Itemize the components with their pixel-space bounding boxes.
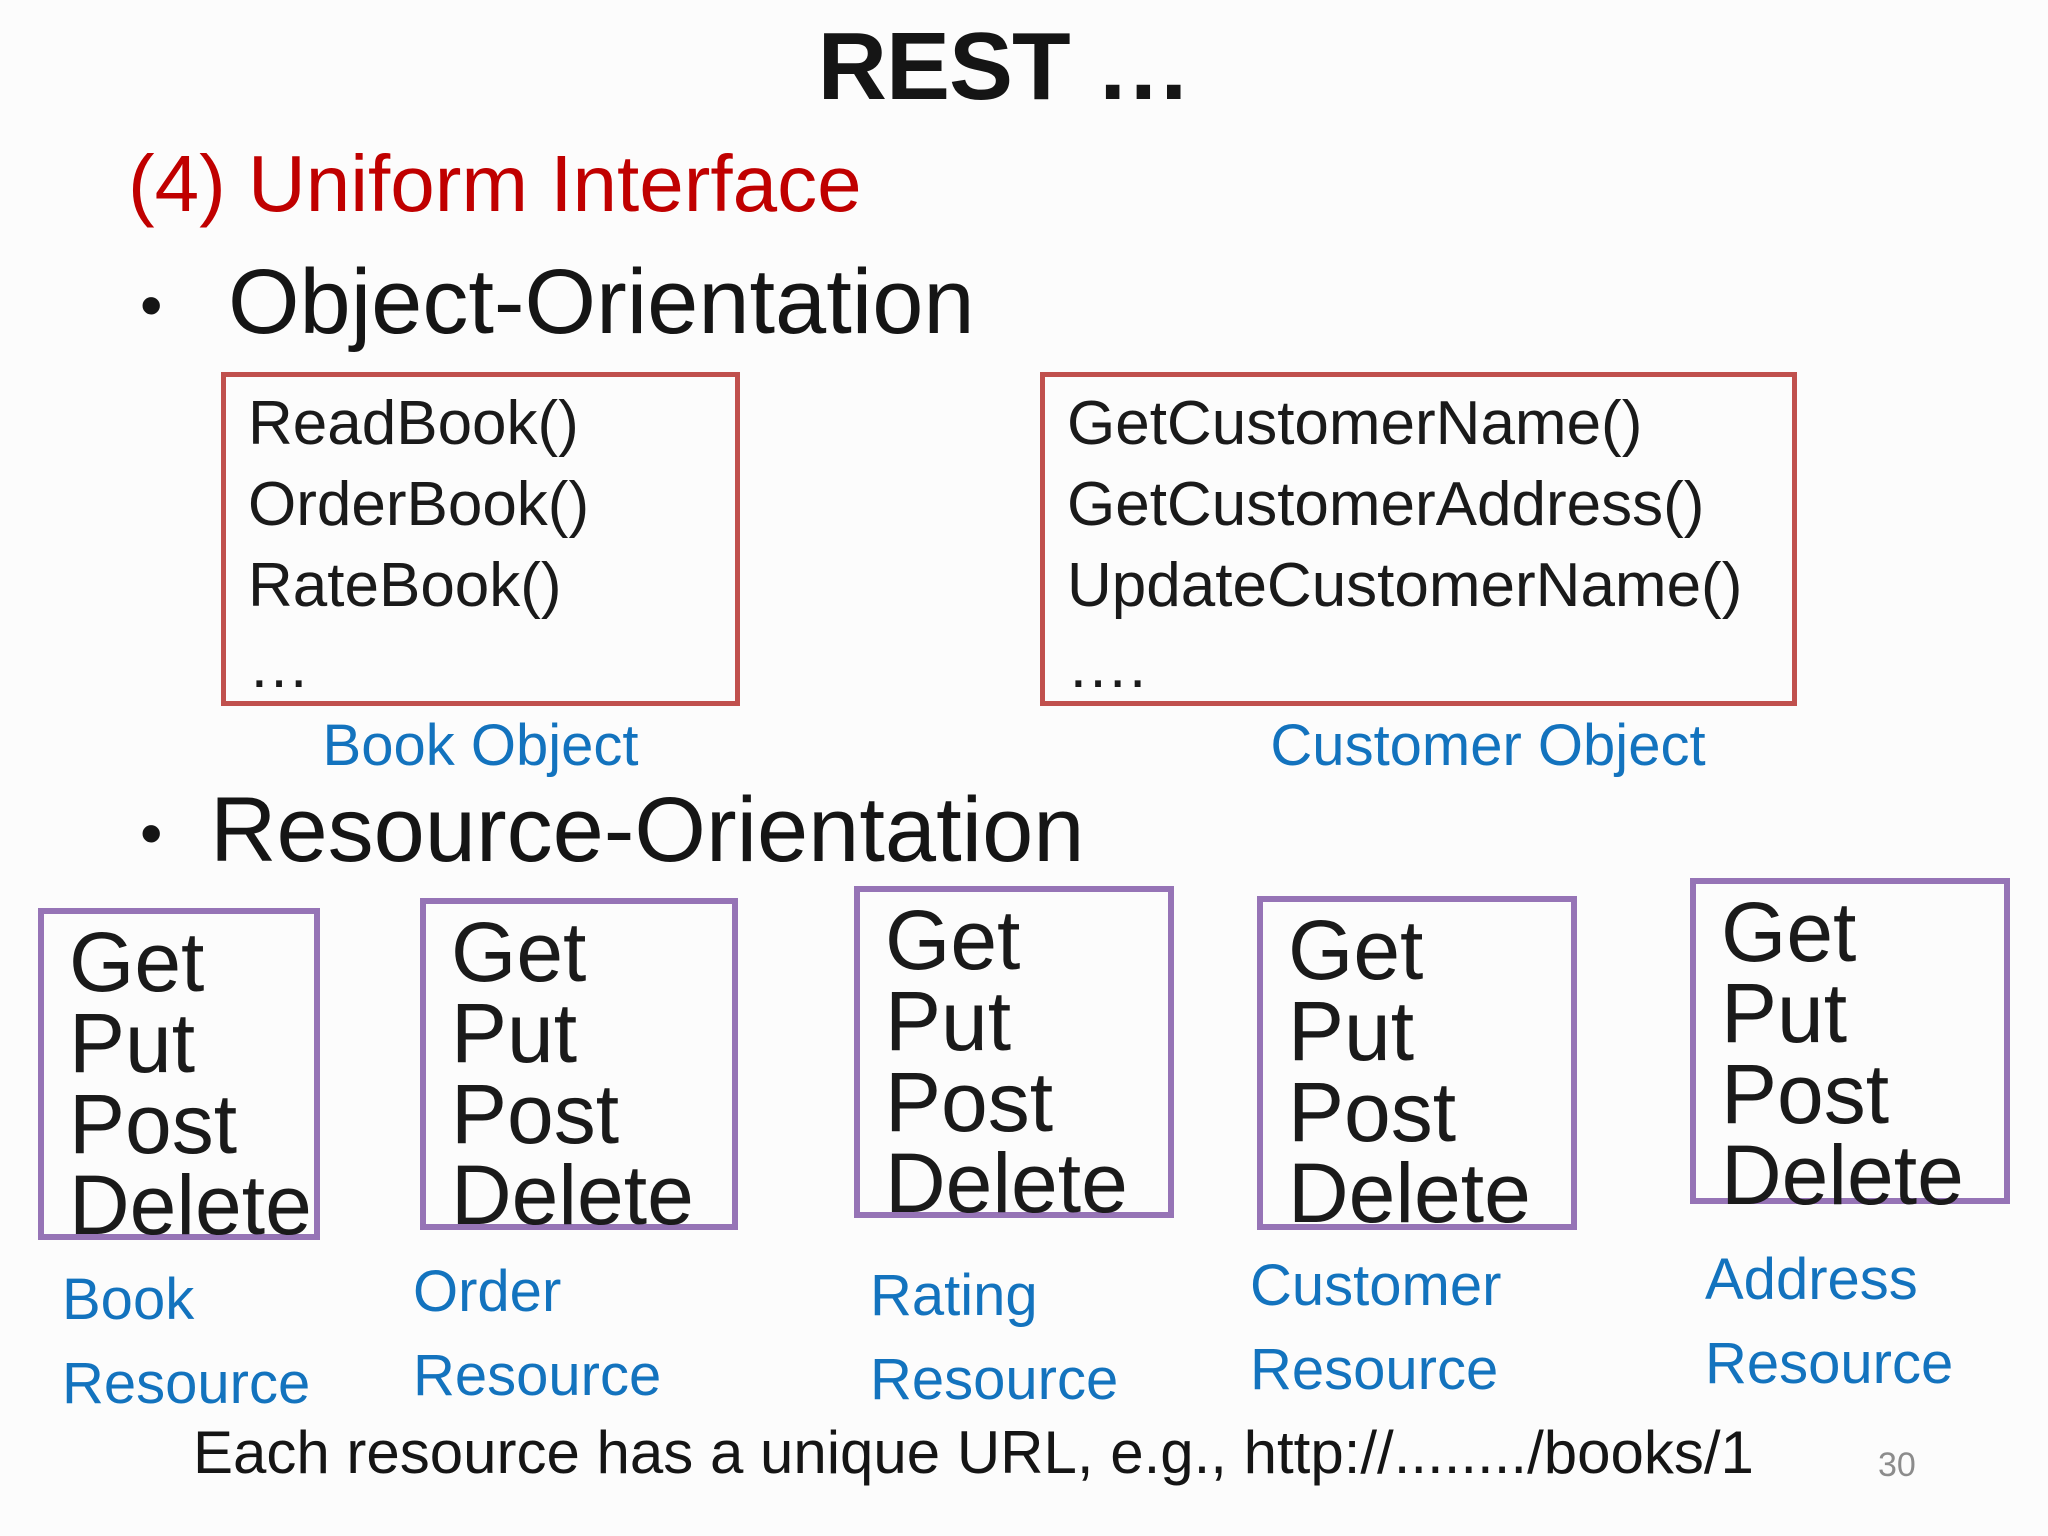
label-line: Order (413, 1259, 562, 1324)
method-line: Delete (69, 1158, 312, 1252)
rating-resource-box: Get Put Post Delete (854, 886, 1174, 1225)
order-resource-box: Get Put Post Delete (420, 898, 738, 1237)
label-line: Resource (62, 1351, 311, 1416)
method-line: …. (1067, 632, 1147, 701)
method-line: Delete (451, 1148, 694, 1242)
method-line: Delete (1288, 1146, 1531, 1240)
method-line: Get (69, 915, 205, 1009)
method-line: RateBook() (248, 551, 562, 620)
method-line: Get (1721, 885, 1857, 979)
label-line: Address (1705, 1247, 1918, 1312)
method-line: Get (885, 893, 1021, 987)
section-heading: (4) Uniform Interface (128, 139, 862, 228)
address-resource-label: Address Resource (1705, 1238, 1953, 1406)
address-resource-box: Get Put Post Delete (1690, 878, 2010, 1217)
page-number: 30 (1878, 1446, 1916, 1484)
label-line: Resource (413, 1343, 662, 1408)
bullet-object-orientation: Object-Orientation (228, 251, 975, 353)
method-line: UpdateCustomerName() (1067, 551, 1743, 620)
method-line: Get (451, 905, 587, 999)
method-line: Post (1288, 1065, 1457, 1159)
method-line: GetCustomerName() (1067, 389, 1643, 458)
label-line: Rating (870, 1263, 1038, 1328)
method-line: Put (1721, 966, 1848, 1060)
slide-title: REST … (817, 13, 1192, 120)
customer-object-box: GetCustomerName() GetCustomerAddress() U… (1040, 372, 1797, 706)
bullet-icon: • (140, 797, 163, 869)
method-line: Post (69, 1077, 238, 1171)
label-line: Customer (1250, 1253, 1502, 1318)
method-line: Put (885, 974, 1012, 1068)
label-line: Book (62, 1267, 195, 1332)
method-line: Post (451, 1067, 620, 1161)
label-line: Resource (1250, 1337, 1499, 1402)
method-line: Put (69, 996, 196, 1090)
book-object-box: ReadBook() OrderBook() RateBook() … (221, 372, 740, 706)
method-line: Delete (1721, 1128, 1964, 1222)
customer-object-label: Customer Object (1270, 713, 1706, 778)
method-line: Delete (885, 1136, 1128, 1230)
order-resource-label: Order Resource (413, 1250, 661, 1418)
label-line: Resource (870, 1347, 1119, 1412)
book-resource-label: Book Resource (62, 1258, 310, 1426)
bullet-resource-orientation: Resource-Orientation (210, 779, 1085, 881)
customer-resource-label: Customer Resource (1250, 1244, 1501, 1412)
method-line: … (248, 632, 310, 701)
method-line: OrderBook() (248, 470, 590, 539)
footer-note: Each resource has a unique URL, e.g., ht… (193, 1419, 1754, 1486)
label-line: Resource (1705, 1331, 1954, 1396)
book-resource-box: Get Put Post Delete (38, 908, 320, 1247)
bullet-icon: • (140, 269, 163, 341)
method-line: Put (451, 986, 578, 1080)
method-line: Post (885, 1055, 1054, 1149)
method-line: ReadBook() (248, 389, 579, 458)
rating-resource-label: Rating Resource (870, 1254, 1118, 1422)
method-line: Put (1288, 984, 1415, 1078)
customer-resource-box: Get Put Post Delete (1257, 896, 1577, 1235)
method-line: GetCustomerAddress() (1067, 470, 1705, 539)
method-line: Post (1721, 1047, 1890, 1141)
method-line: Get (1288, 903, 1424, 997)
book-object-label: Book Object (322, 713, 639, 778)
